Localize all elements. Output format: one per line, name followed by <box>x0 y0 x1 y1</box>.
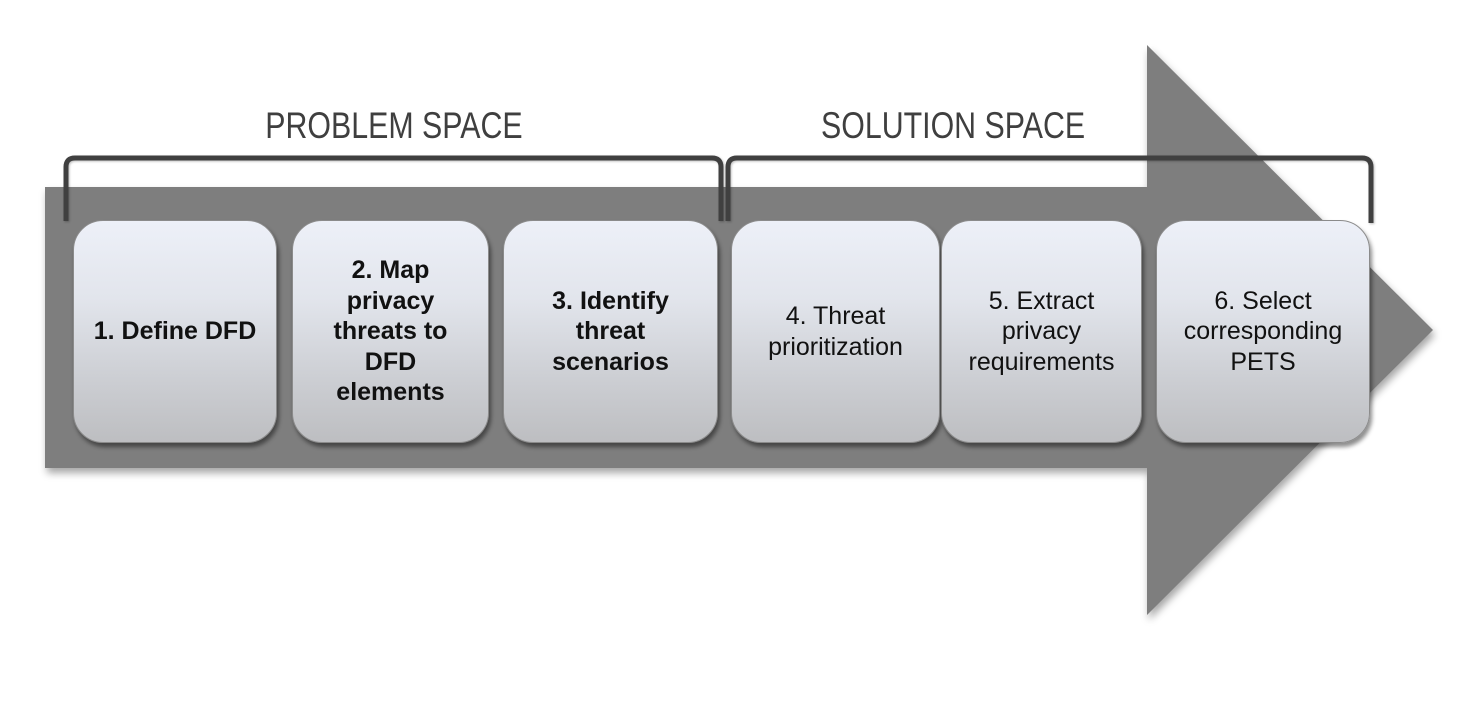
step-box-identify-threat-scenarios: 3. Identify threat scenarios <box>503 220 718 443</box>
solution-space-label: SOLUTION SPACE <box>728 104 1178 148</box>
problem-space-bracket <box>63 155 724 221</box>
step-label: 4. Threat prioritization <box>768 302 903 361</box>
step-box-extract-privacy-requirements: 5. Extract privacy requirements <box>941 220 1142 443</box>
step-box-map-privacy-threats: 2. Map privacy threats to DFD elements <box>292 220 489 443</box>
step-box-threat-prioritization: 4. Threat prioritization <box>731 220 940 443</box>
step-label: 5. Extract privacy requirements <box>968 286 1115 376</box>
step-label: 3. Identify threat scenarios <box>552 286 669 376</box>
problem-space-label: PROBLEM SPACE <box>66 104 721 148</box>
step-box-select-corresponding-pets: 6. Select corresponding PETS <box>1156 220 1370 443</box>
step-box-define-dfd: 1. Define DFD <box>73 220 277 443</box>
solution-space-bracket <box>725 155 1374 223</box>
solution-space-label-text: SOLUTION SPACE <box>820 105 1086 146</box>
step-label: 2. Map privacy threats to DFD elements <box>333 256 448 407</box>
step-label: 6. Select corresponding PETS <box>1183 286 1343 376</box>
step-label: 1. Define DFD <box>93 317 257 346</box>
problem-space-label-text: PROBLEM SPACE <box>264 105 523 146</box>
